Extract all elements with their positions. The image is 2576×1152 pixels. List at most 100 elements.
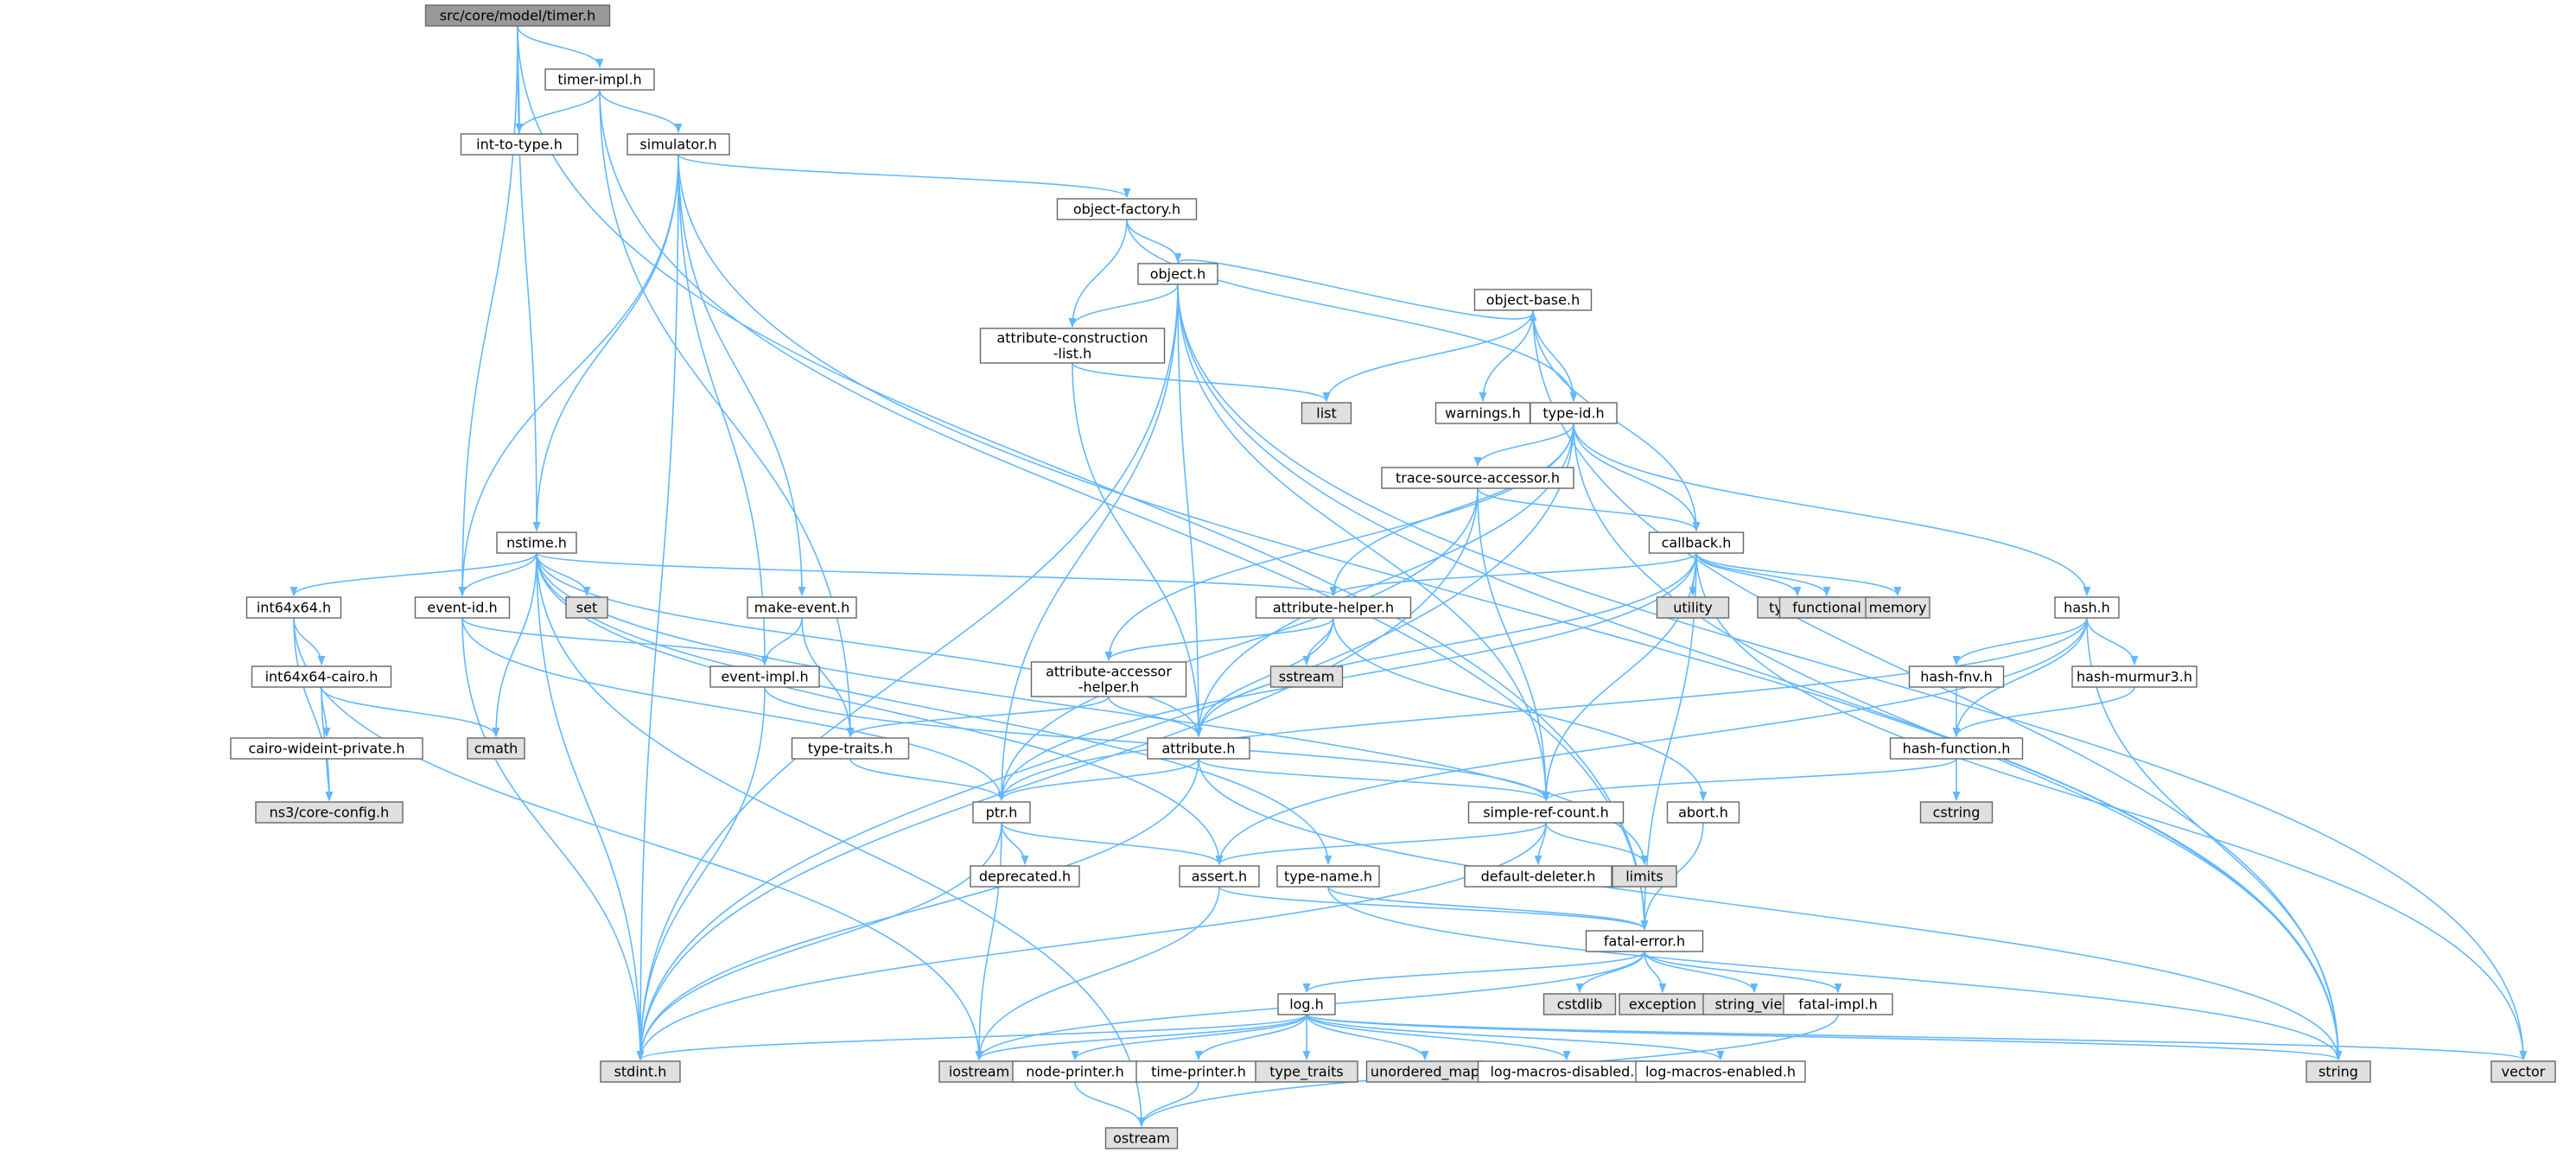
- node-event-id[interactable]: event-id.h: [414, 596, 511, 619]
- node-box: [1865, 596, 1930, 619]
- node-label: int64x64-cairo.h: [265, 669, 378, 685]
- node-type-name[interactable]: type-name.h: [1276, 865, 1380, 888]
- node-hash-fnv[interactable]: hash-fnv.h: [1908, 665, 2005, 688]
- node-trace-source[interactable]: trace-source-accessor.h: [1381, 467, 1574, 489]
- edge-nstime-to-assert: [536, 552, 1224, 866]
- node-int-to-type[interactable]: int-to-type.h: [460, 133, 579, 156]
- node-cstring: cstring: [1919, 801, 1994, 824]
- node-hash-murmur3[interactable]: hash-murmur3.h: [2071, 665, 2198, 688]
- node-vector: vector: [2490, 1060, 2556, 1083]
- node-ptr[interactable]: ptr.h: [972, 801, 1031, 824]
- node-label: log-macros-enabled.h: [1645, 1064, 1796, 1080]
- node-box: [1030, 661, 1187, 697]
- node-simple-ref[interactable]: simple-ref-count.h: [1467, 801, 1625, 824]
- edge-event_id-to-ptr: [461, 617, 1006, 802]
- node-attribute[interactable]: attribute.h: [1147, 737, 1250, 760]
- edge-nstime-to-attribute: [536, 552, 1203, 738]
- node-label: abort.h: [1678, 805, 1728, 821]
- node-type-traits: type_traits: [1255, 1060, 1358, 1083]
- node-default-deleter[interactable]: default-deleter.h: [1464, 865, 1612, 888]
- node-label: stdint.h: [614, 1064, 667, 1080]
- node-box: [1277, 993, 1336, 1015]
- node-int64x64[interactable]: int64x64.h: [245, 596, 342, 619]
- node-event-impl[interactable]: event-impl.h: [709, 665, 820, 688]
- edge-assert-to-fatal_error: [1218, 886, 1649, 931]
- edge-ptr-to-iostream: [975, 822, 1002, 1061]
- node-attr-accessor[interactable]: attribute-accessor-helper.h: [1030, 661, 1187, 697]
- node-fatal-error[interactable]: fatal-error.h: [1585, 930, 1704, 952]
- node-type-traits-h[interactable]: type-traits.h: [791, 737, 910, 760]
- node-label: int64x64.h: [257, 600, 331, 616]
- node-int64x64-cairo[interactable]: int64x64-cairo.h: [251, 665, 392, 688]
- node-timer-h[interactable]: src/core/model/timer.h: [424, 4, 611, 27]
- edge-ptr-to-assert: [1001, 822, 1224, 866]
- node-box: [1365, 1060, 1485, 1083]
- node-box: [1056, 198, 1198, 220]
- node-box: [1147, 737, 1250, 760]
- edge-nstime-to-event_id: [458, 552, 537, 597]
- edge-fatal_error-to-exception: [1644, 951, 1667, 994]
- node-stdint: stdint.h: [600, 1060, 681, 1083]
- edge-type_id-to-callback: [1573, 423, 1701, 532]
- node-label: hash-fnv.h: [1920, 669, 1992, 685]
- node-object[interactable]: object.h: [1137, 263, 1218, 285]
- edge-event_id-to-event_impl: [461, 617, 769, 666]
- edge-fatal_error-to-string_view: [1644, 951, 1759, 994]
- edge-log-to-node_printer: [1071, 1014, 1307, 1061]
- edge-simulator-to-stdint: [636, 154, 679, 1061]
- node-object-base[interactable]: object-base.h: [1473, 289, 1593, 311]
- node-label: attribute-helper.h: [1273, 600, 1394, 616]
- node-object-factory[interactable]: object-factory.h: [1056, 198, 1198, 220]
- node-type-id[interactable]: type-id.h: [1530, 402, 1618, 424]
- node-cairo-wideint[interactable]: cairo-wideint-private.h: [230, 737, 423, 760]
- node-abort[interactable]: abort.h: [1666, 801, 1740, 824]
- node-fatal-impl[interactable]: fatal-impl.h: [1783, 993, 1893, 1015]
- node-make-event[interactable]: make-event.h: [747, 596, 857, 619]
- edge-hash-to-hash_murmur3: [2086, 617, 2139, 666]
- node-log-macros-disabled[interactable]: log-macros-disabled.h: [1477, 1060, 1657, 1083]
- node-attribute-helper[interactable]: attribute-helper.h: [1255, 596, 1412, 619]
- edge-make_event-to-event_impl: [760, 617, 803, 666]
- node-timer-impl[interactable]: timer-impl.h: [544, 68, 655, 91]
- node-deprecated[interactable]: deprecated.h: [970, 865, 1080, 888]
- node-box: [1656, 596, 1730, 619]
- node-warnings[interactable]: warnings.h: [1434, 402, 1531, 424]
- node-label: fatal-error.h: [1604, 933, 1685, 950]
- node-log[interactable]: log.h: [1277, 993, 1336, 1015]
- node-box: [1783, 993, 1893, 1015]
- node-hash[interactable]: hash.h: [2054, 596, 2120, 619]
- edge-log-to-string: [1306, 1014, 2343, 1061]
- node-hash-function[interactable]: hash-function.h: [1889, 737, 2024, 760]
- node-time-printer[interactable]: time-printer.h: [1135, 1060, 1262, 1083]
- edge-object_base-to-list: [1322, 309, 1534, 403]
- edge-timer_impl-to-simulator: [599, 89, 683, 134]
- edge-layer: [289, 25, 2528, 1128]
- node-label: time-printer.h: [1151, 1064, 1246, 1080]
- node-label: object-factory.h: [1073, 201, 1180, 218]
- edge-hash-to-string: [2086, 617, 2343, 1061]
- node-label: sstream: [1279, 669, 1334, 685]
- node-box: [1908, 665, 2005, 688]
- node-label: log.h: [1289, 996, 1324, 1013]
- edge-log-to-stdint: [636, 1014, 1307, 1061]
- node-callback[interactable]: callback.h: [1648, 531, 1745, 554]
- node-layer: src/core/model/timer.h timer-impl.h int-to…: [230, 4, 2556, 1149]
- node-log-macros-enabled[interactable]: log-macros-enabled.h: [1635, 1060, 1806, 1083]
- node-box: [1269, 665, 1344, 688]
- node-box: [709, 665, 820, 688]
- node-simulator[interactable]: simulator.h: [627, 133, 730, 156]
- node-utility: utility: [1656, 596, 1730, 619]
- node-attr-construction[interactable]: attribute-construction-list.h: [979, 328, 1166, 364]
- node-label: iostream: [949, 1064, 1009, 1080]
- node-nstime[interactable]: nstime.h: [496, 531, 577, 554]
- node-node-printer[interactable]: node-printer.h: [1012, 1060, 1138, 1083]
- edge-assert-to-iostream: [975, 886, 1220, 1061]
- node-label: cairo-wideint-private.h: [248, 741, 404, 757]
- edge-nstime-to-type_name: [536, 552, 1333, 866]
- node-label: cmath: [474, 741, 518, 757]
- node-assert[interactable]: assert.h: [1179, 865, 1260, 888]
- edge-nstime-to-cmath: [492, 552, 537, 738]
- node-label: hash-function.h: [1903, 741, 2011, 757]
- edge-timer_h-to-nstime: [517, 25, 541, 532]
